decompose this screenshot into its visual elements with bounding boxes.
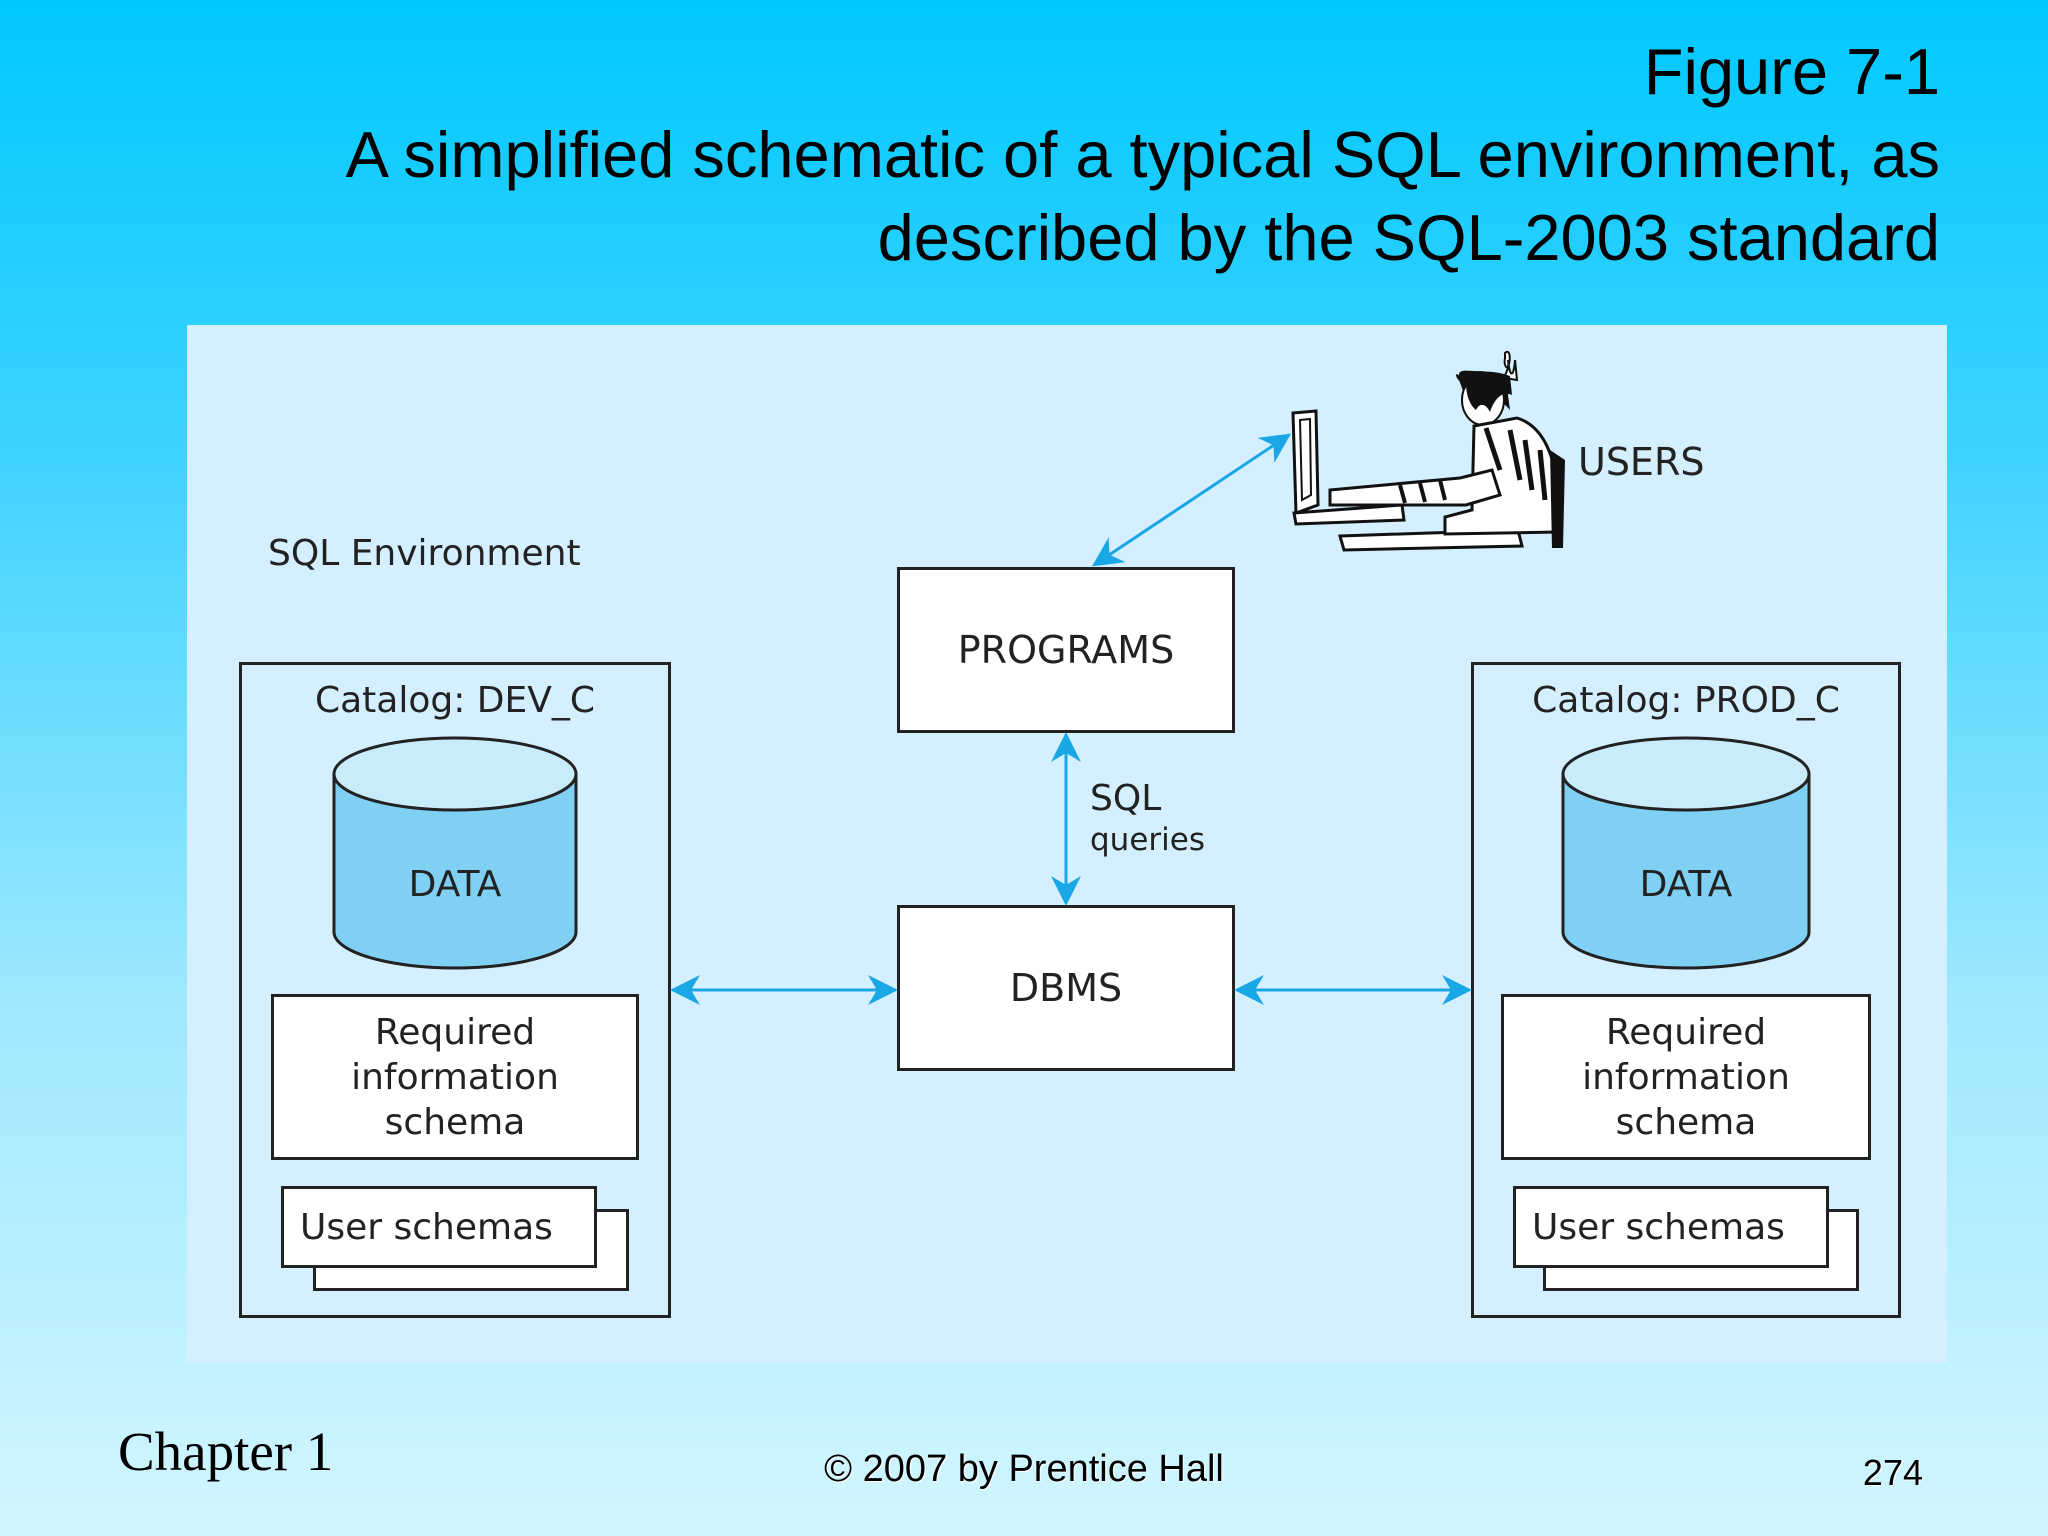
data-cylinder-left [332,736,578,970]
user-at-computer-icon [1291,350,1565,552]
user-schemas-label: User schemas [1532,1206,1785,1248]
schema-line2: information [351,1056,559,1098]
catalog-dev-c [239,662,671,1318]
data-label-right: DATA [1640,864,1733,905]
catalog-prod-c [1471,662,1901,1318]
user-schemas-right: User schemas [1513,1186,1829,1268]
sql-label: SQL [1090,778,1162,819]
sql-environment-label: SQL Environment [268,533,581,574]
slide-title: Figure 7-1 A simplified schematic of a t… [140,30,1940,279]
figure-caption-line1: A simplified schematic of a typical SQL … [345,118,1940,191]
required-info-schema-right: Required information schema [1501,994,1871,1160]
schema-line1: Required [374,1011,536,1053]
required-info-schema-left: Required information schema [271,994,639,1160]
figure-caption-line2: described by the SQL-2003 standard [877,201,1940,274]
catalog-prod-c-title: Catalog: PROD_C [1532,680,1840,721]
schema-line3: schema [384,1101,526,1143]
schema-line3: schema [1615,1101,1757,1143]
user-schemas-left: User schemas [281,1186,597,1268]
dbms-label: DBMS [1009,966,1123,1010]
queries-label: queries [1090,822,1205,858]
data-cylinder-right [1561,736,1811,970]
figure-number: Figure 7-1 [1643,35,1940,108]
programs-label: PROGRAMS [957,628,1175,672]
copyright-text: © 2007 by Prentice Hall [824,1448,1224,1490]
schema-line2: information [1582,1056,1790,1098]
catalog-dev-c-title: Catalog: DEV_C [314,680,596,721]
data-label-left: DATA [409,864,502,905]
user-schemas-label: User schemas [300,1206,553,1248]
chapter-label: Chapter 1 [118,1421,334,1482]
dbms-box: DBMS [897,905,1235,1071]
users-label: USERS [1578,440,1705,484]
programs-box: PROGRAMS [897,567,1235,733]
page-number: 274 [1862,1452,1923,1493]
schema-line1: Required [1605,1011,1767,1053]
arrow-users-programs [1092,433,1291,567]
